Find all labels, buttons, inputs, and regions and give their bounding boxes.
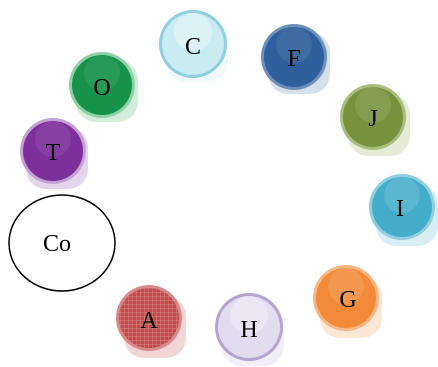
- node-h-highlight: [230, 296, 268, 334]
- node-j-highlight: [355, 87, 391, 123]
- node-a-label: A: [140, 308, 158, 334]
- node-i-highlight: [384, 177, 420, 213]
- node-j-shape: [343, 87, 403, 147]
- node-t-shape: [23, 121, 83, 181]
- node-i-shape: [372, 177, 432, 237]
- node-t-highlight: [35, 121, 71, 157]
- node-c-highlight: [174, 13, 212, 51]
- node-i: I: [369, 174, 438, 246]
- node-j: J: [340, 84, 410, 156]
- node-f-highlight: [276, 27, 312, 63]
- node-t-label: T: [46, 140, 61, 166]
- node-c: C: [159, 10, 228, 82]
- node-o: O: [69, 52, 138, 122]
- node-j-label: J: [368, 106, 377, 132]
- node-t: T: [20, 118, 88, 189]
- node-c-label: C: [185, 34, 201, 60]
- node-h-shape: [218, 296, 280, 358]
- node-o-label: O: [93, 75, 110, 101]
- node-g-label: G: [339, 287, 356, 313]
- node-o-highlight: [84, 55, 120, 91]
- node-f-shape: [264, 27, 324, 87]
- node-o-shape: [72, 55, 132, 115]
- node-c-shape: [162, 13, 224, 75]
- node-co: Co: [8, 194, 116, 292]
- node-i-label: I: [396, 196, 404, 222]
- node-co-shape: [8, 194, 116, 292]
- node-co-label: Co: [43, 231, 71, 257]
- node-a: A: [116, 285, 186, 358]
- node-g: G: [313, 265, 382, 338]
- node-a-hatch: [119, 288, 179, 348]
- node-h-label: H: [240, 317, 257, 343]
- node-g-shape: [316, 268, 376, 328]
- node-f-label: F: [287, 46, 300, 72]
- node-f: F: [261, 24, 330, 94]
- node-g-highlight: [328, 268, 364, 304]
- node-h: H: [215, 293, 284, 366]
